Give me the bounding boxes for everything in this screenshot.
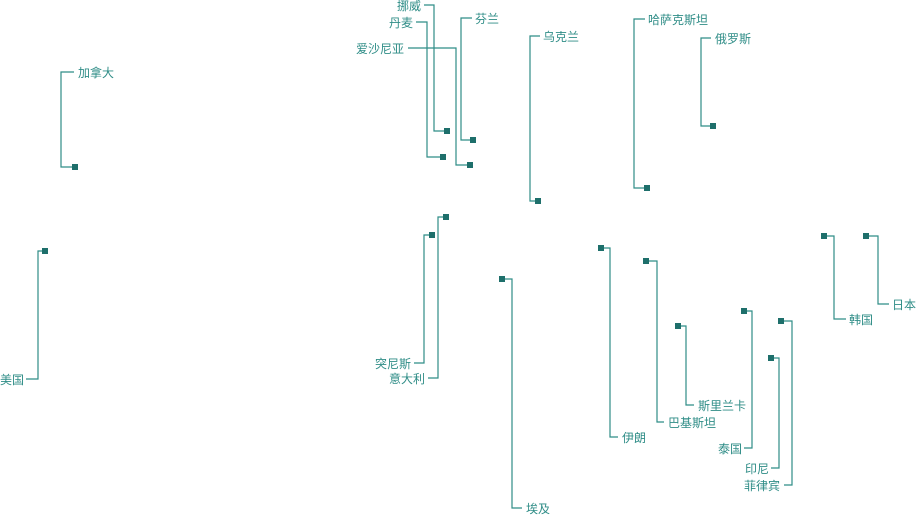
leader-line-finland: [460, 17, 473, 141]
callout-denmark[interactable]: 丹麦: [389, 16, 446, 160]
callout-egypt[interactable]: 埃及: [499, 276, 550, 515]
label-philippines: 菲律宾: [744, 478, 780, 493]
leader-line-usa: [26, 250, 45, 380]
label-italy: 意大利: [389, 371, 425, 386]
leader-line-italy: [428, 216, 446, 379]
label-russia: 俄罗斯: [715, 32, 751, 46]
label-pakistan: 巴基斯坦: [668, 416, 716, 430]
marker-usa[interactable]: [42, 248, 48, 254]
leader-line-egypt: [502, 278, 522, 509]
callout-philippines[interactable]: 菲律宾: [744, 318, 793, 493]
leader-line-norway: [424, 4, 447, 132]
marker-ukraine[interactable]: [535, 198, 541, 204]
leader-line-ukraine: [529, 35, 540, 202]
leader-line-sri-lanka: [678, 325, 694, 406]
marker-canada[interactable]: [72, 164, 78, 170]
marker-japan[interactable]: [863, 233, 869, 239]
callout-italy[interactable]: 意大利: [389, 214, 449, 386]
callout-kazakhstan[interactable]: 哈萨克斯坦: [633, 13, 708, 191]
label-ukraine: 乌克兰: [543, 29, 579, 44]
label-norway: 挪威: [397, 0, 421, 13]
marker-kazakhstan[interactable]: [644, 185, 650, 191]
marker-italy[interactable]: [443, 214, 449, 220]
label-japan: 日本: [892, 298, 916, 312]
callout-norway[interactable]: 挪威: [397, 0, 450, 134]
callout-usa[interactable]: 美国: [0, 248, 48, 387]
callout-ukraine[interactable]: 乌克兰: [529, 29, 579, 204]
marker-philippines[interactable]: [778, 318, 784, 324]
label-korea: 韩国: [849, 312, 873, 327]
marker-korea[interactable]: [821, 233, 827, 239]
label-estonia: 爱沙尼亚: [356, 42, 404, 56]
marker-egypt[interactable]: [499, 276, 505, 282]
callout-iran[interactable]: 伊朗: [598, 245, 646, 445]
marker-indonesia[interactable]: [768, 355, 774, 361]
marker-iran[interactable]: [598, 245, 604, 251]
callout-russia[interactable]: 俄罗斯: [700, 32, 751, 129]
leader-line-japan: [866, 235, 889, 305]
label-denmark: 丹麦: [389, 16, 413, 30]
marker-finland[interactable]: [470, 137, 476, 143]
label-usa: 美国: [0, 373, 24, 387]
callout-japan[interactable]: 日本: [863, 233, 916, 312]
leader-line-estonia: [408, 47, 470, 166]
callout-indonesia[interactable]: 印尼: [745, 355, 780, 476]
callout-canada[interactable]: 加拿大: [60, 65, 114, 170]
leader-line-canada: [60, 71, 74, 168]
leader-line-korea: [824, 235, 846, 320]
leader-line-thailand: [744, 310, 753, 449]
callout-tunisia[interactable]: 突尼斯: [375, 232, 435, 371]
leader-line-tunisia: [414, 234, 432, 364]
callout-korea[interactable]: 韩国: [821, 233, 873, 327]
leader-line-kazakhstan: [633, 18, 647, 189]
label-finland: 芬兰: [475, 12, 499, 26]
leader-line-indonesia: [771, 357, 780, 469]
callout-pakistan[interactable]: 巴基斯坦: [643, 258, 716, 430]
marker-russia[interactable]: [710, 123, 716, 129]
label-canada: 加拿大: [78, 65, 114, 80]
label-thailand: 泰国: [718, 442, 742, 456]
callout-thailand[interactable]: 泰国: [718, 308, 753, 456]
marker-norway[interactable]: [444, 128, 450, 134]
marker-denmark[interactable]: [440, 154, 446, 160]
marker-thailand[interactable]: [741, 308, 747, 314]
label-tunisia: 突尼斯: [375, 356, 411, 371]
marker-estonia[interactable]: [467, 162, 473, 168]
label-iran: 伊朗: [622, 431, 646, 445]
label-kazakhstan: 哈萨克斯坦: [648, 13, 708, 27]
callout-sri-lanka[interactable]: 斯里兰卡: [675, 323, 746, 413]
leader-line-pakistan: [646, 260, 664, 423]
marker-tunisia[interactable]: [429, 232, 435, 238]
label-sri-lanka: 斯里兰卡: [698, 399, 746, 413]
leader-line-philippines: [781, 320, 793, 486]
leader-line-denmark: [416, 21, 443, 158]
callout-estonia[interactable]: 爱沙尼亚: [356, 42, 473, 168]
label-egypt: 埃及: [526, 502, 550, 515]
leader-line-iran: [601, 247, 618, 438]
label-indonesia: 印尼: [745, 462, 769, 476]
leader-line-russia: [700, 37, 713, 127]
callout-finland[interactable]: 芬兰: [460, 12, 499, 143]
marker-pakistan[interactable]: [643, 258, 649, 264]
marker-sri-lanka[interactable]: [675, 323, 681, 329]
